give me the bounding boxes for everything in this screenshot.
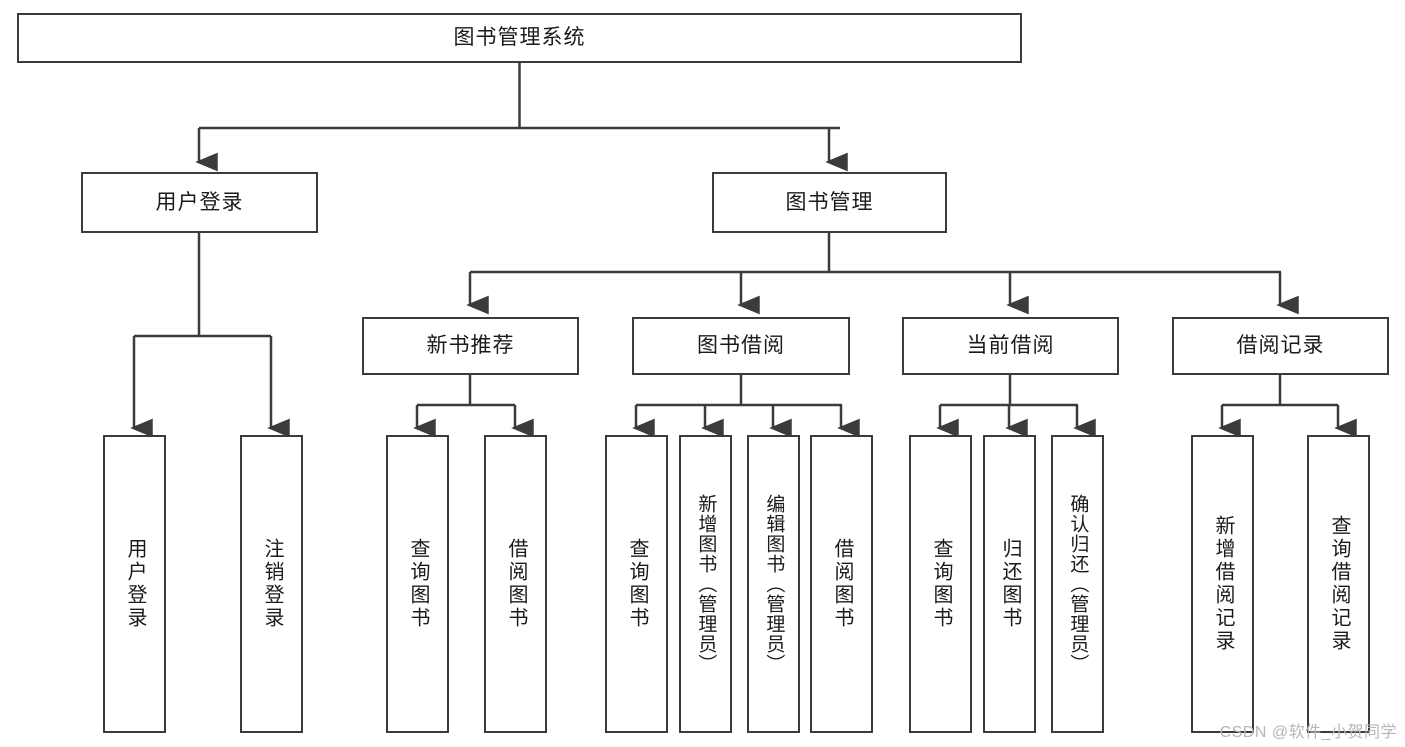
leaf-borrow-book-1[interactable]: 借阅图书 — [484, 435, 547, 733]
leaf-user-login[interactable]: 用户登录 — [103, 435, 166, 733]
node-user-login[interactable]: 用户登录 — [81, 172, 318, 233]
leaf-add-book-label: 新增图书（管理员） — [695, 494, 717, 674]
node-root-label: 图书管理系统 — [453, 26, 586, 50]
leaf-add-record-label: 新增借阅记录 — [1212, 515, 1234, 653]
node-new-book-recommend[interactable]: 新书推荐 — [362, 317, 579, 375]
leaf-query-book-3[interactable]: 查询图书 — [909, 435, 972, 733]
leaf-confirm-return-label: 确认归还（管理员） — [1067, 494, 1089, 674]
leaf-logout-login[interactable]: 注销登录 — [240, 435, 303, 733]
leaf-user-login-label: 用户登录 — [124, 538, 146, 630]
leaf-add-book[interactable]: 新增图书（管理员） — [679, 435, 732, 733]
leaf-borrow-book-1-label: 借阅图书 — [505, 538, 527, 630]
leaf-add-record[interactable]: 新增借阅记录 — [1191, 435, 1254, 733]
node-borrow-record-label: 借阅记录 — [1236, 334, 1325, 358]
leaf-borrow-book-2-label: 借阅图书 — [831, 538, 853, 630]
node-current-borrow-label: 当前借阅 — [966, 334, 1055, 358]
leaf-confirm-return[interactable]: 确认归还（管理员） — [1051, 435, 1104, 733]
leaf-query-record[interactable]: 查询借阅记录 — [1307, 435, 1370, 733]
node-user-login-label: 用户登录 — [155, 190, 244, 214]
leaf-return-book-label: 归还图书 — [999, 538, 1021, 630]
node-current-borrow[interactable]: 当前借阅 — [902, 317, 1119, 375]
leaf-query-book-1-label: 查询图书 — [407, 538, 429, 630]
node-book-borrow-label: 图书借阅 — [697, 334, 785, 358]
node-book-management-label: 图书管理 — [785, 190, 874, 214]
leaf-edit-book[interactable]: 编辑图书（管理员） — [747, 435, 800, 733]
leaf-query-book-1[interactable]: 查询图书 — [386, 435, 449, 733]
node-new-book-recommend-label: 新书推荐 — [426, 334, 515, 358]
node-book-borrow[interactable]: 图书借阅 — [632, 317, 850, 375]
leaf-query-book-2[interactable]: 查询图书 — [605, 435, 668, 733]
leaf-logout-login-label: 注销登录 — [261, 538, 283, 630]
leaf-query-record-label: 查询借阅记录 — [1328, 515, 1350, 653]
csdn-watermark: CSDN @软件_小贺同学 — [1219, 724, 1397, 741]
node-root[interactable]: 图书管理系统 — [17, 13, 1022, 63]
leaf-borrow-book-2[interactable]: 借阅图书 — [810, 435, 873, 733]
leaf-query-book-2-label: 查询图书 — [626, 538, 648, 630]
node-borrow-record[interactable]: 借阅记录 — [1172, 317, 1389, 375]
node-book-management[interactable]: 图书管理 — [712, 172, 947, 233]
leaf-return-book[interactable]: 归还图书 — [983, 435, 1036, 733]
leaf-query-book-3-label: 查询图书 — [930, 538, 952, 630]
leaf-edit-book-label: 编辑图书（管理员） — [763, 494, 785, 674]
